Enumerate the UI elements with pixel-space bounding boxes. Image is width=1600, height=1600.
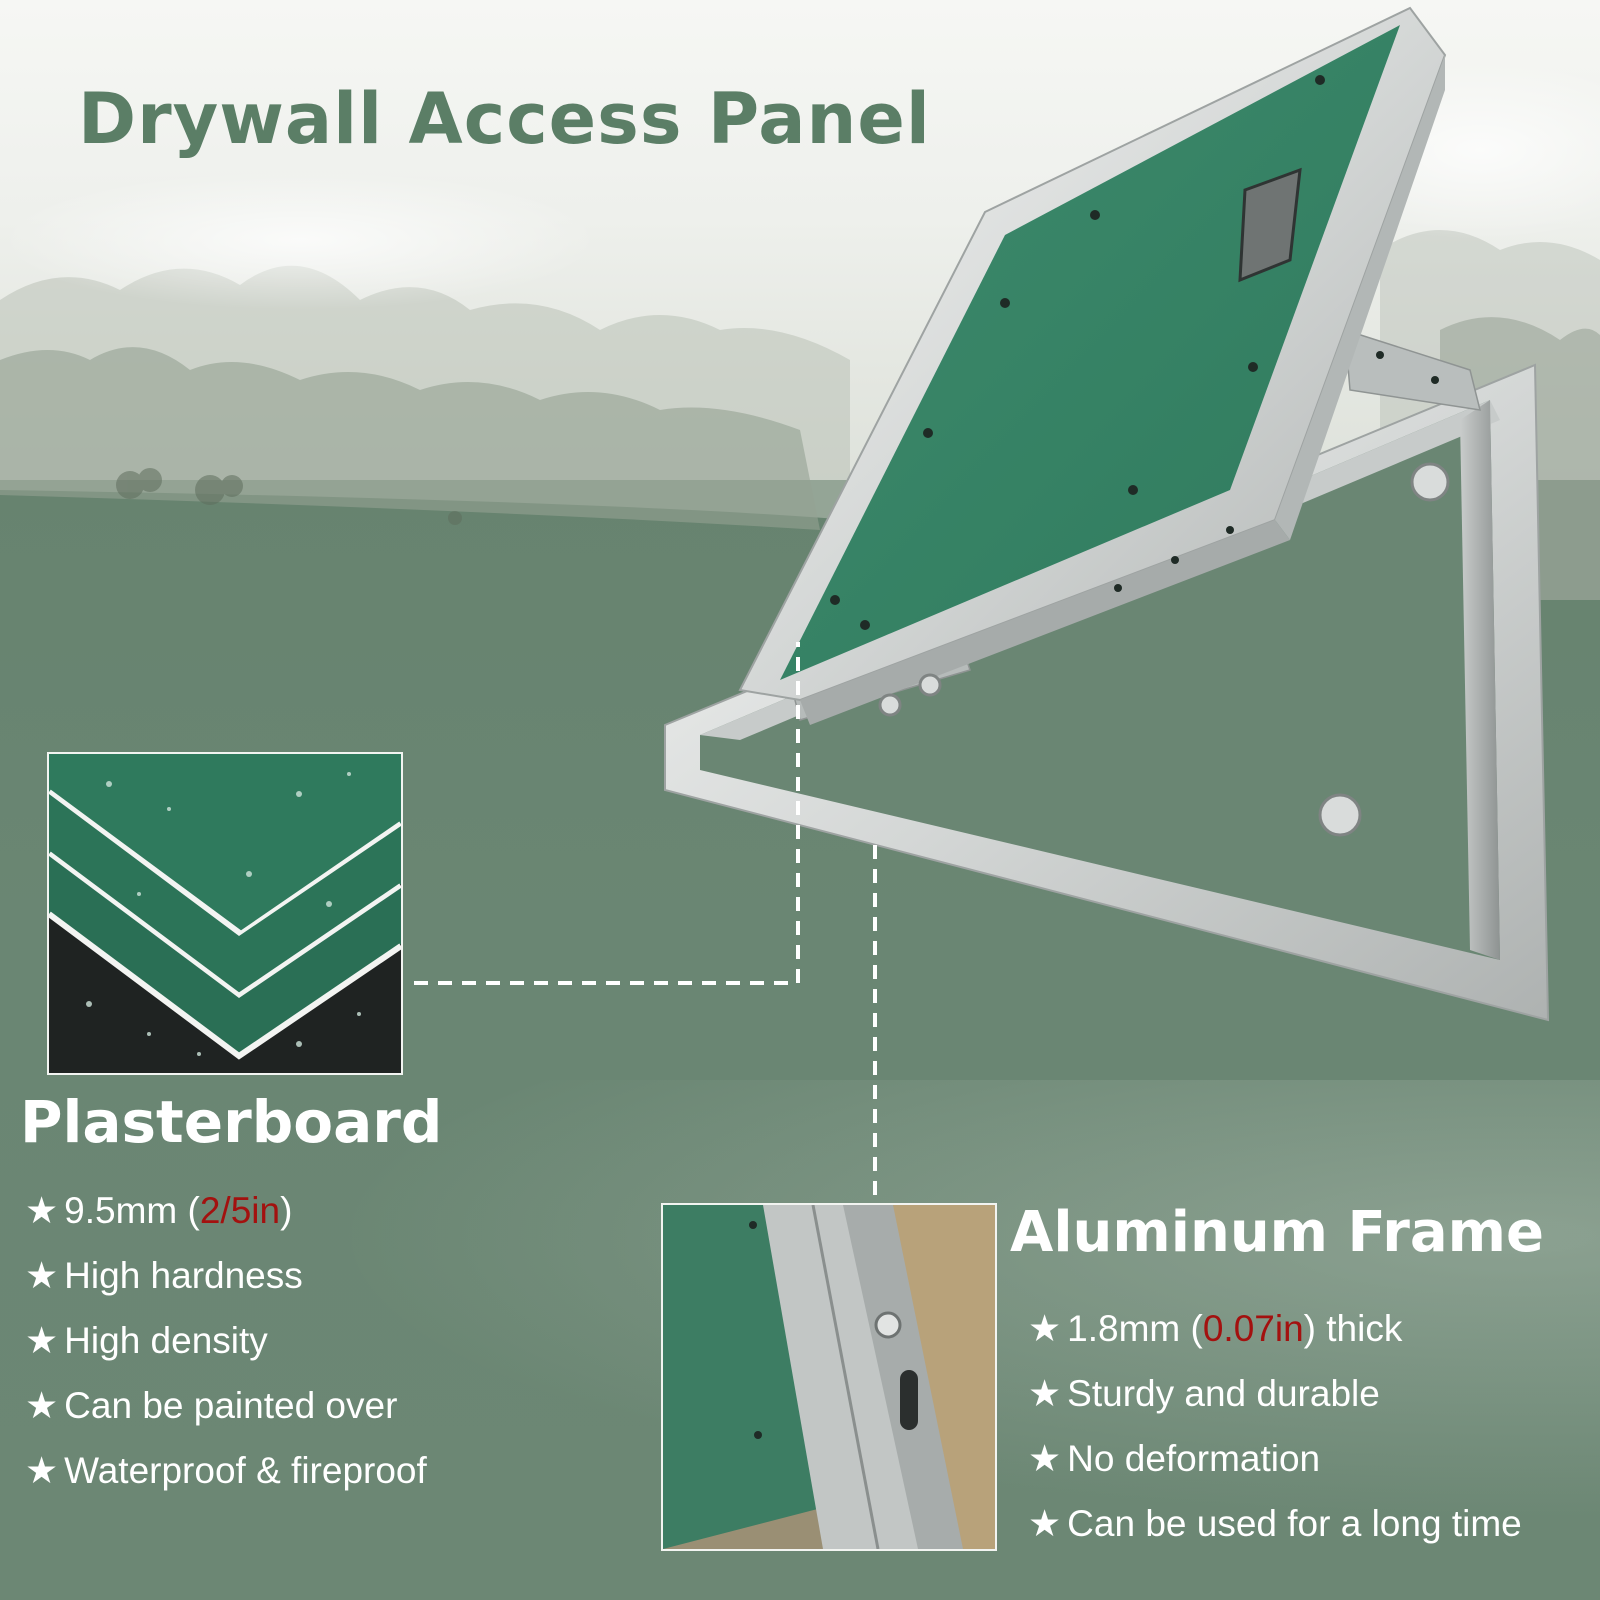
list-item: ★9.5mm (2/5in): [25, 1178, 427, 1243]
star-icon: ★: [25, 1320, 59, 1361]
page-title: Drywall Access Panel: [78, 78, 931, 160]
star-icon: ★: [25, 1385, 59, 1426]
list-item: ★Sturdy and durable: [1028, 1361, 1522, 1426]
star-icon: ★: [1028, 1503, 1062, 1544]
list-item: ★High hardness: [25, 1243, 427, 1308]
aluminum-frame-feature-list: ★1.8mm (0.07in) thick ★Sturdy and durabl…: [1028, 1296, 1522, 1556]
list-item: ★No deformation: [1028, 1426, 1522, 1491]
access-panel-illustration: [664, 6, 1550, 1022]
star-icon: ★: [25, 1190, 59, 1231]
star-icon: ★: [25, 1255, 59, 1296]
list-item: ★Can be painted over: [25, 1373, 427, 1438]
callout-lines: [414, 642, 877, 1195]
list-item: ★Waterproof & fireproof: [25, 1438, 427, 1503]
plasterboard-heading: Plasterboard: [20, 1088, 443, 1156]
star-icon: ★: [1028, 1308, 1062, 1349]
star-icon: ★: [1028, 1438, 1062, 1479]
list-item: ★1.8mm (0.07in) thick: [1028, 1296, 1522, 1361]
aluminum-frame-photo: [661, 1203, 997, 1551]
plasterboard-feature-list: ★9.5mm (2/5in) ★High hardness ★High dens…: [25, 1178, 427, 1503]
star-icon: ★: [1028, 1373, 1062, 1414]
aluminum-frame-heading: Aluminum Frame: [1010, 1200, 1544, 1265]
list-item: ★Can be used for a long time: [1028, 1491, 1522, 1556]
list-item: ★High density: [25, 1308, 427, 1373]
plasterboard-photo: [47, 752, 403, 1075]
star-icon: ★: [25, 1450, 59, 1491]
